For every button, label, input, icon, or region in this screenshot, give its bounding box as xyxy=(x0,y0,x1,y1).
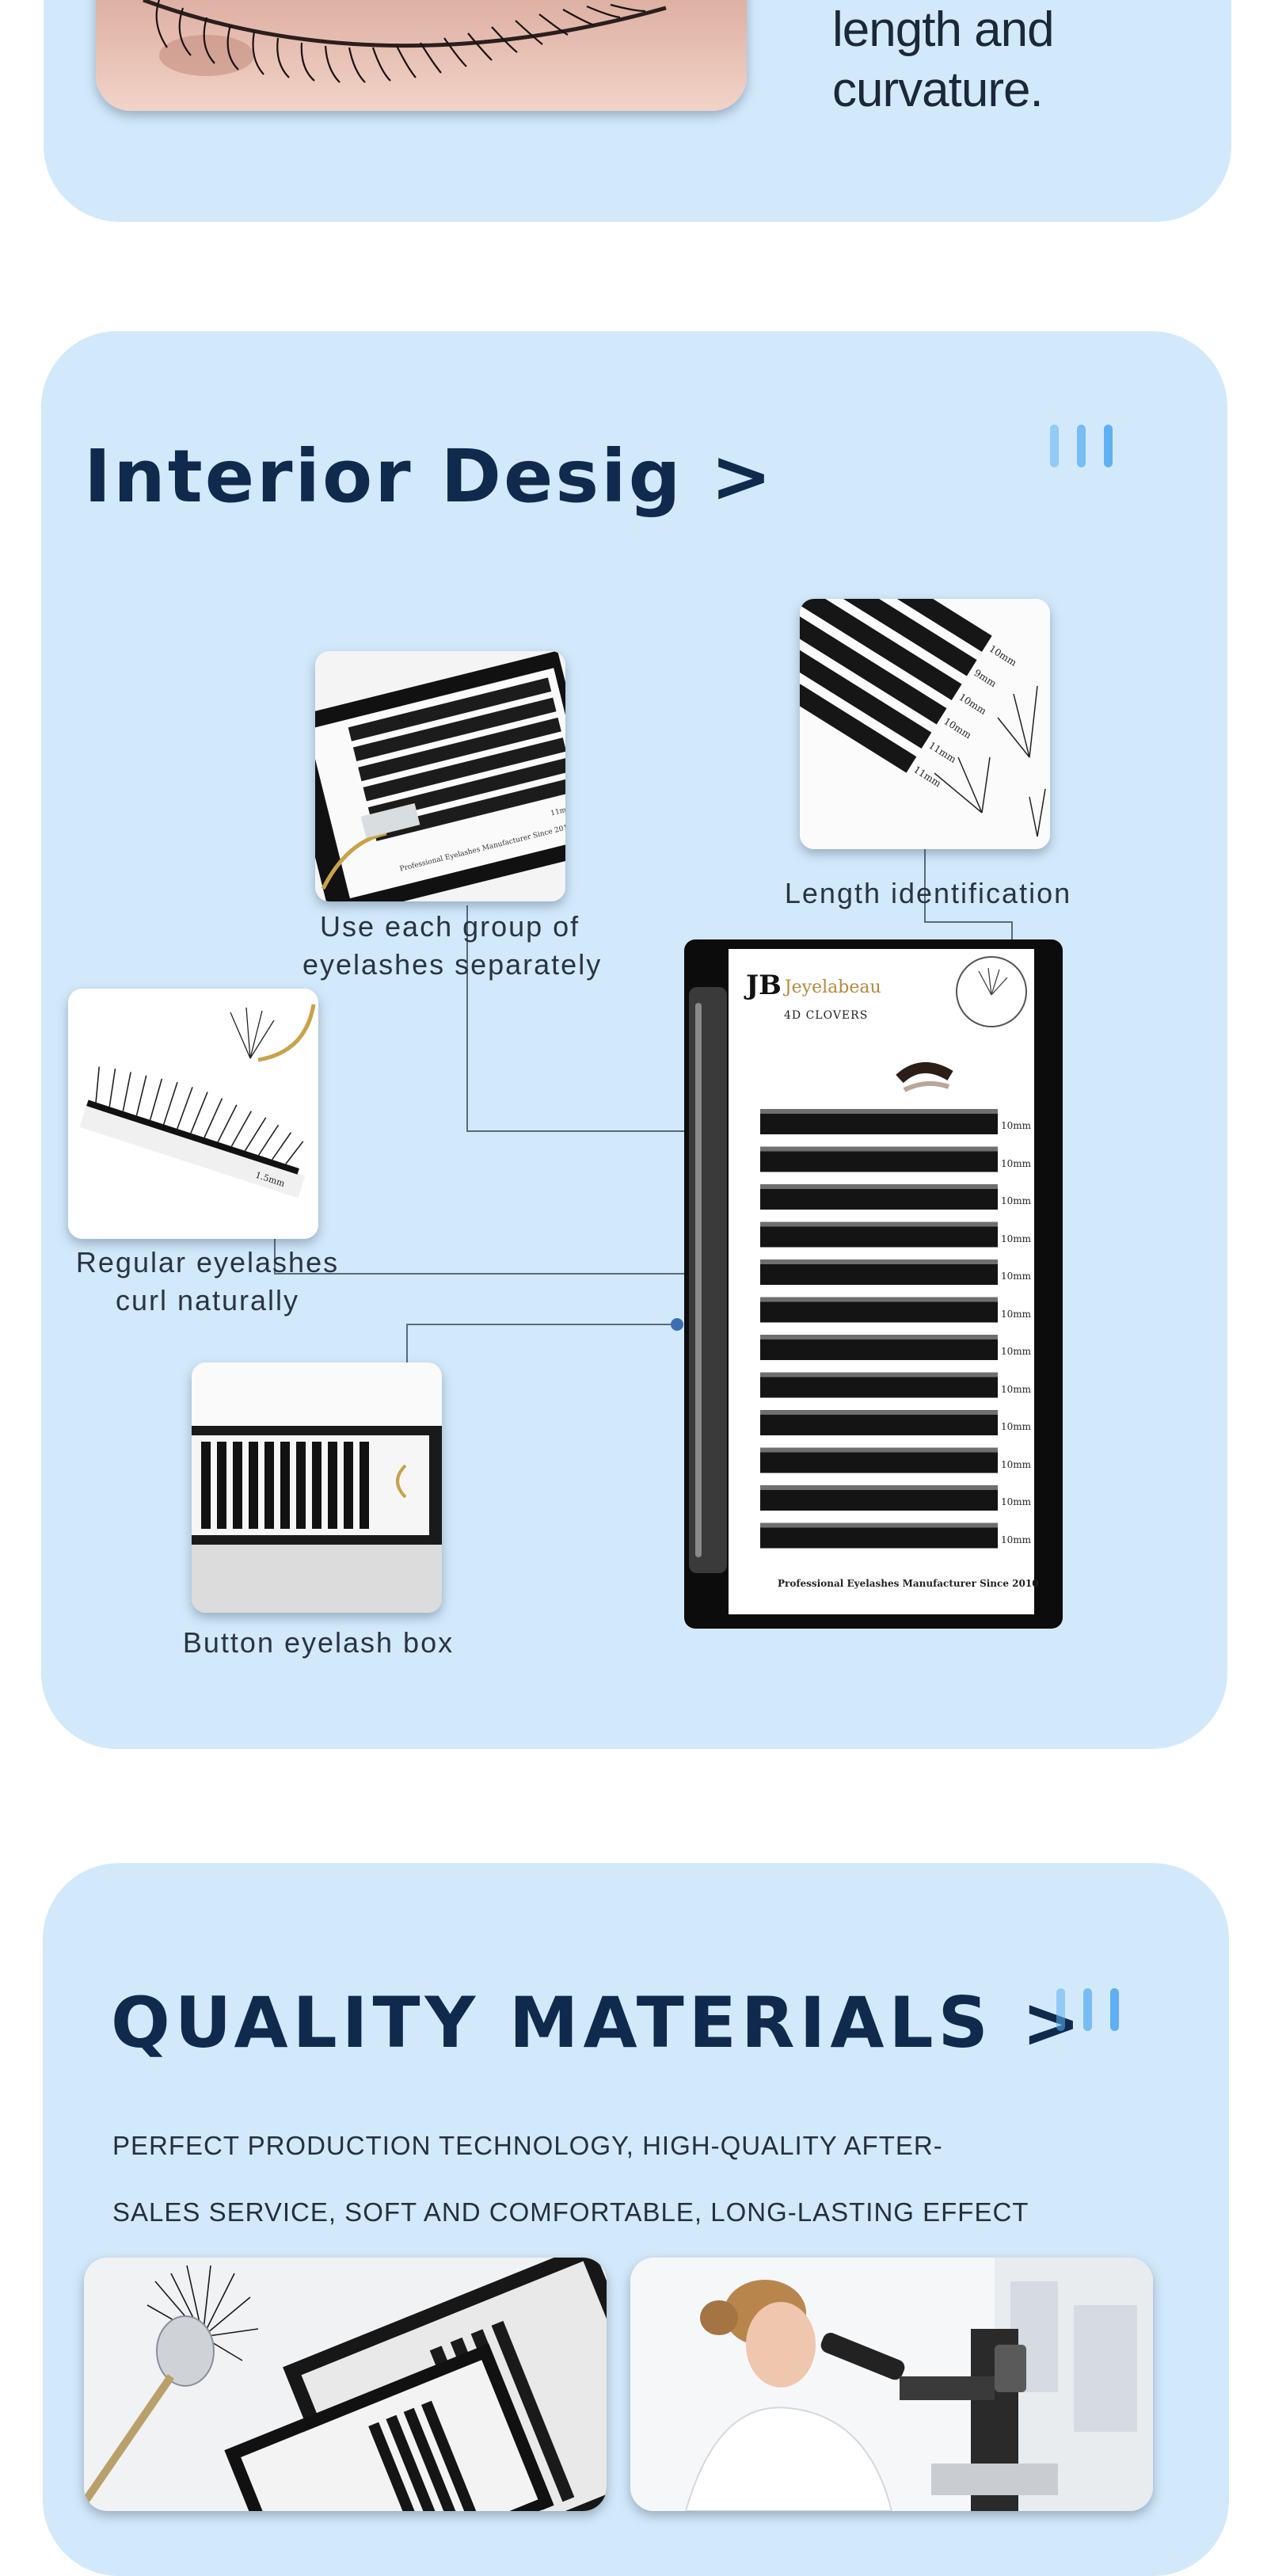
lash-row-fray xyxy=(760,1146,998,1152)
interior-design-panel: Interior Desig > xyxy=(41,331,1227,1749)
lash-row-label: 10mm xyxy=(1001,1195,1032,1206)
lash-row-fray xyxy=(760,1522,998,1528)
callout-dot xyxy=(671,1318,683,1331)
separate-caption-line1: Use each group of xyxy=(320,910,580,943)
lab-microscope-photo xyxy=(630,2258,1153,2511)
lash-row-label: 10mm xyxy=(1001,1346,1032,1357)
quality-materials-title: QUALITY MATERIALS > xyxy=(111,1982,1086,2063)
button-box-photo xyxy=(192,1362,442,1613)
lash-row xyxy=(760,1339,998,1360)
regular-eyelashes-photo: 1.5mm xyxy=(68,989,318,1239)
lash-row-fray xyxy=(760,1297,998,1302)
length-identification-photo: 10mm 9mm 10mm 10mm 11mm 11mm xyxy=(800,599,1050,849)
lash-row-label: 10mm xyxy=(1001,1120,1032,1131)
lash-row-fray xyxy=(760,1184,998,1189)
lash-row-label: 10mm xyxy=(1001,1496,1032,1507)
lash-row-label: 10mm xyxy=(1001,1421,1032,1432)
product-brand-mark: JB xyxy=(746,970,782,1001)
separate-group-photo: Professional Eyelashes Manufacturer Sinc… xyxy=(315,651,565,901)
lash-row-label: 10mm xyxy=(1001,1157,1032,1169)
lash-row-fray xyxy=(760,1259,998,1264)
button-caption: Button eyelash box xyxy=(182,1626,455,1659)
curvature-panel: length and curvature. xyxy=(44,0,1231,222)
interior-design-title: Interior Desig > xyxy=(84,434,774,519)
quality-description-line1: PERFECT PRODUCTION TECHNOLOGY, HIGH-QUAL… xyxy=(112,2131,943,2160)
lash-row xyxy=(760,1151,998,1172)
curvature-text: length and curvature. xyxy=(832,0,1055,120)
lash-row-label: 10mm xyxy=(1001,1534,1032,1545)
three-bars-icon xyxy=(1056,1988,1159,2033)
lash-tweezers-photo xyxy=(84,2258,607,2511)
lash-row xyxy=(760,1264,998,1285)
product-footer: Professional Eyelashes Manufacturer Sinc… xyxy=(778,1578,1039,1589)
lash-row-fray xyxy=(760,1485,998,1490)
lash-row-fray xyxy=(760,1410,998,1415)
curvature-text-line2: curvature. xyxy=(832,63,1044,117)
lash-row xyxy=(760,1377,998,1398)
regular-caption: Regular eyelashes curl naturally xyxy=(41,1244,374,1320)
lash-row-fray xyxy=(760,1109,998,1114)
product-brand-name: Jeyelabeau xyxy=(784,977,881,997)
lash-row-label: 10mm xyxy=(1001,1233,1032,1244)
lash-row-labels: 10mm 10mm 10mm 10mm 10mm 10mm 10mm 10mm 10mm 10mm… xyxy=(684,939,1063,1629)
lash-row-label: 10mm xyxy=(1001,1383,1032,1395)
lash-row-label: 10mm xyxy=(1001,1308,1032,1320)
lash-row-fray xyxy=(760,1335,998,1339)
lash-row xyxy=(760,1189,998,1210)
lash-row xyxy=(760,1490,998,1511)
curvature-text-line1: length and xyxy=(832,2,1055,57)
lash-row-fray xyxy=(760,1372,998,1378)
eye-lash-photo xyxy=(96,0,747,111)
separate-caption-line2: eyelashes separately xyxy=(302,948,603,981)
lash-row-fray xyxy=(760,1221,998,1227)
lash-row xyxy=(760,1415,998,1435)
lash-row xyxy=(760,1226,998,1248)
lash-row-fray xyxy=(760,1447,998,1453)
lash-row xyxy=(760,1452,998,1473)
regular-caption-line1: Regular eyelashes xyxy=(75,1246,340,1278)
lash-row-label: 10mm xyxy=(1001,1458,1032,1470)
length-caption: Length identification xyxy=(784,877,1072,909)
product-sub: 4D CLOVERS xyxy=(784,1009,869,1022)
lash-row xyxy=(760,1114,998,1134)
separate-caption: Use each group of eyelashes separately xyxy=(302,908,714,984)
lash-row xyxy=(760,1301,998,1323)
lash-row xyxy=(760,1527,998,1549)
lash-row-label: 10mm xyxy=(1001,1271,1032,1282)
quality-description-line2: SALES SERVICE, SOFT AND COMFORTABLE, LON… xyxy=(112,2197,1029,2227)
quality-materials-panel: QUALITY MATERIALS > PERFECT PRODUCTION T… xyxy=(43,1863,1229,2576)
regular-caption-line2: curl naturally xyxy=(115,1284,300,1317)
three-bars-icon xyxy=(1050,425,1153,469)
